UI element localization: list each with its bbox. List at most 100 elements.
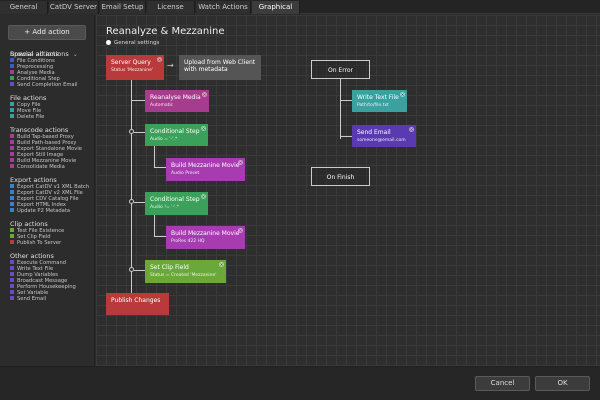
arrow-right-icon: → — [167, 61, 174, 70]
sidebar-item-label: Build Tap-based Proxy — [17, 134, 74, 140]
node-sub: Path/to/file.txt — [357, 103, 389, 108]
action-color-icon — [10, 228, 14, 232]
node-sub: Audio != '-'.* — [150, 205, 180, 210]
cancel-button[interactable]: Cancel — [475, 376, 530, 391]
add-action-button[interactable]: + Add action — [8, 25, 86, 40]
tab-catdv-server[interactable]: CatDV Server — [49, 1, 99, 14]
tab-general[interactable]: General — [0, 1, 48, 14]
node-sub: Status = Created 'Mezzanine' — [150, 273, 217, 278]
sidebar-action-item[interactable]: Export CDV Catalog File — [10, 196, 79, 202]
sidebar-action-item[interactable]: Build Mezzanine Movie — [10, 158, 76, 164]
sidebar-action-item[interactable]: Export CatDV v2 XML File — [10, 190, 83, 196]
general-settings-link[interactable]: General settings — [106, 40, 159, 46]
sidebar-item-label: Set Variable — [17, 290, 49, 296]
node-label: Reanalyse Media — [150, 94, 201, 101]
sidebar-item-label: Build Path-based Proxy — [17, 140, 77, 146]
sidebar-action-item[interactable]: Dump Variables — [10, 272, 58, 278]
branch-node[interactable] — [129, 267, 134, 272]
close-icon[interactable]: × — [238, 160, 243, 165]
node-label: Upload from Web Client with metadata — [184, 59, 256, 73]
close-icon[interactable]: × — [201, 194, 206, 199]
action-color-icon — [10, 58, 14, 62]
branch-node[interactable] — [129, 129, 134, 134]
sidebar-action-item[interactable]: Perform Housekeeping — [10, 284, 76, 290]
sidebar-action-item[interactable]: Move File — [10, 108, 41, 114]
node-publish-changes[interactable]: Publish Changes — [106, 293, 169, 315]
close-icon[interactable]: × — [400, 92, 405, 97]
sidebar-action-item[interactable]: File Conditions — [10, 58, 55, 64]
on-error-block[interactable]: On Error — [311, 60, 370, 79]
action-color-icon — [10, 146, 14, 150]
on-finish-block[interactable]: On Finish — [311, 167, 370, 186]
close-icon[interactable]: × — [219, 262, 224, 267]
sidebar-action-item[interactable]: Export CatDV v1 XML Batch — [10, 184, 89, 190]
sidebar-item-label: Build Mezzanine Movie — [17, 158, 77, 164]
sidebar-action-item[interactable]: Export Still Image — [10, 152, 63, 158]
sidebar-action-item[interactable]: Broadcast Message — [10, 278, 67, 284]
node-label: On Error — [327, 67, 354, 74]
sidebar-action-item[interactable]: Execute Command — [10, 260, 66, 266]
sidebar-section-title: File actions — [10, 94, 47, 102]
sidebar-item-label: Export Still Image — [17, 152, 64, 158]
close-icon[interactable]: × — [201, 126, 206, 131]
sidebar-item-label: Export CDV Catalog File — [17, 196, 79, 202]
browse-all-actions[interactable]: Browse all actions⌄ — [10, 50, 78, 58]
sidebar-action-item[interactable]: Conditional Step — [10, 76, 60, 82]
sidebar-action-item[interactable]: Delete File — [10, 114, 44, 120]
sidebar-action-item[interactable]: Update P2 Metadata — [10, 208, 70, 214]
node-conditional-step-1[interactable]: Conditional Step Audio = '-'.* × — [145, 124, 208, 146]
sidebar-action-item[interactable]: Write Text File — [10, 266, 53, 272]
close-icon[interactable]: × — [409, 127, 414, 132]
close-icon[interactable]: × — [238, 228, 243, 233]
sidebar-action-item[interactable]: Export Standalone Movie — [10, 146, 82, 152]
node-server-query[interactable]: Server Query Status 'Mezzanine' × — [106, 55, 164, 80]
sidebar-action-item[interactable]: Set Clip Field — [10, 234, 51, 240]
page-title: Reanalyze & Mezzanine — [106, 26, 225, 37]
node-sub: Audio Preset — [171, 171, 200, 176]
node-label: Set Clip Field — [150, 264, 189, 271]
action-color-icon — [10, 152, 14, 156]
sidebar-item-label: Send Completion Email — [17, 82, 78, 88]
sidebar-action-item[interactable]: Preprocessing — [10, 64, 53, 70]
node-mezzanine-2[interactable]: Build Mezzanine Movie ProRes 422 HQ × — [166, 226, 245, 249]
sidebar-action-item[interactable]: Copy File — [10, 102, 41, 108]
sidebar-action-item[interactable]: Test File Existence — [10, 228, 64, 234]
sidebar-item-label: Write Text File — [17, 266, 54, 272]
action-color-icon — [10, 196, 14, 200]
sidebar-action-item[interactable]: Send Email — [10, 296, 46, 302]
sidebar-action-item[interactable]: Export HTML Index — [10, 202, 66, 208]
tab-graphical[interactable]: Graphical — [252, 1, 300, 14]
flow-line — [340, 136, 352, 137]
node-set-clip-field[interactable]: Set Clip Field Status = Created 'Mezzani… — [145, 260, 226, 283]
node-send-email[interactable]: Send Email someone@email.com × — [352, 125, 416, 147]
node-upload[interactable]: Upload from Web Client with metadata — [179, 55, 261, 80]
tab-license[interactable]: License — [147, 1, 195, 14]
close-icon[interactable]: × — [157, 57, 162, 62]
sidebar-action-item[interactable]: Build Tap-based Proxy — [10, 134, 74, 140]
browse-label: Browse all actions — [10, 50, 69, 58]
sidebar-action-item[interactable]: Set Variable — [10, 290, 48, 296]
ok-button[interactable]: OK — [535, 376, 590, 391]
action-color-icon — [10, 64, 14, 68]
action-color-icon — [10, 76, 14, 80]
sidebar-action-item[interactable]: Analyse Media — [10, 70, 55, 76]
tab-email-setup[interactable]: Email Setup — [100, 1, 146, 14]
sidebar-action-item[interactable]: Build Path-based Proxy — [10, 140, 76, 146]
tab-watch-actions[interactable]: Watch Actions — [196, 1, 251, 14]
sidebar-action-item[interactable]: Send Completion Email — [10, 82, 77, 88]
node-mezzanine-1[interactable]: Build Mezzanine Movie Audio Preset × — [166, 158, 245, 181]
branch-node[interactable] — [129, 199, 134, 204]
sidebar-item-label: Delete File — [17, 114, 45, 120]
sidebar-action-item[interactable]: Publish To Server — [10, 240, 61, 246]
node-reanalyse[interactable]: Reanalyse Media Automatic × — [145, 90, 209, 112]
flow-line — [134, 202, 145, 203]
node-write-text-file[interactable]: Write Text File Path/to/file.txt × — [352, 90, 407, 112]
sidebar-action-item[interactable]: Consolidate Media — [10, 164, 65, 170]
close-icon[interactable]: × — [202, 92, 207, 97]
action-color-icon — [10, 290, 14, 294]
node-sub: Status 'Mezzanine' — [111, 68, 154, 73]
node-label: Publish Changes — [111, 297, 161, 304]
settings-label: General settings — [114, 40, 160, 46]
node-conditional-step-2[interactable]: Conditional Step Audio != '-'.* × — [145, 192, 208, 215]
sidebar-section-title: Other actions — [10, 252, 54, 260]
